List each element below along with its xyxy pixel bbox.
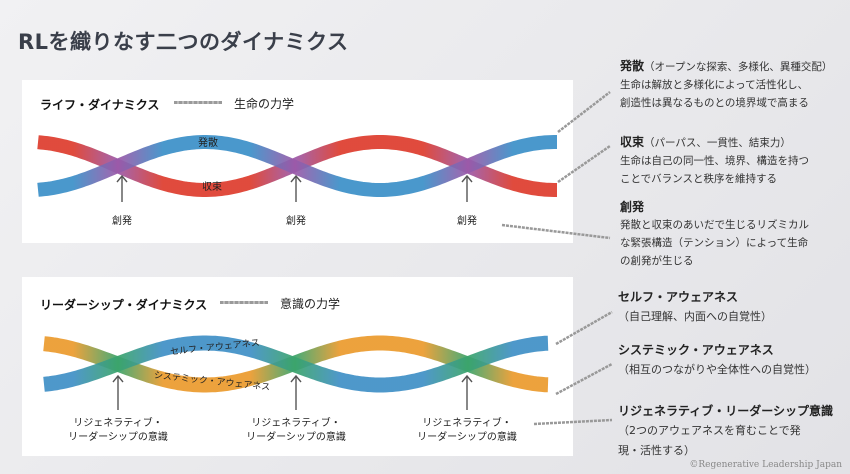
arrow-up-icon (290, 374, 302, 410)
leadership-dynamics-title: リーダーシップ・ダイナミクス (40, 298, 208, 312)
connector-dash (174, 101, 222, 104)
strand-self-awareness (43, 335, 549, 393)
emergence-label: 創発 (457, 216, 477, 227)
side-self-awareness: セルフ・アウェアネス （自己理解、内面への自覚性） (618, 290, 772, 323)
connector-line (533, 418, 613, 426)
arrow-up-icon (290, 174, 302, 202)
rl-consciousness-label: リジェネラティブ・リーダーシップの意識 (417, 418, 517, 443)
side-convergence: 収束（パーパス、一貫性、結束力） 生命は自己の同一性、境界、構造を持つことでバラ… (620, 135, 809, 185)
arrow-up-icon (461, 374, 473, 410)
arrow-up-icon (116, 174, 128, 202)
connector-line (557, 91, 611, 133)
life-dynamics-title: ライフ・ダイナミクス (40, 98, 160, 112)
emergence-label: 創発 (112, 216, 132, 227)
connector-line (555, 362, 613, 396)
strand-label-divergence: 発散 (198, 138, 218, 149)
arrow-up-icon (112, 374, 124, 410)
connector-line (557, 144, 611, 184)
side-rl-consciousness: リジェネラティブ・リーダーシップ意識 （2つのアウェアネスを育むことで発 現・活… (618, 404, 834, 457)
copyright: ©Regenerative Leadership Japan (689, 460, 842, 470)
side-emergence: 創発 発散と収束のあいだで生じるリズミカルな緊張構造（テンション）によって生命の… (620, 200, 809, 267)
arrow-up-icon (461, 174, 473, 202)
strand-label-convergence: 収束 (202, 182, 222, 193)
rl-consciousness-label: リジェネラティブ・リーダーシップの意識 (246, 418, 346, 443)
rl-consciousness-label: リジェネラティブ・リーダーシップの意識 (68, 418, 168, 443)
side-divergence: 発散（オープンな探索、多様化、異種交配） 生命は解放と多様化によって活性化し、創… (620, 59, 833, 109)
page-title: RLを織りなす二つのダイナミクス (18, 30, 349, 54)
emergence-label: 創発 (286, 216, 306, 227)
connector-line (501, 223, 611, 240)
life-dynamics-subtitle: 生命の力学 (234, 97, 295, 111)
leadership-dynamics-subtitle: 意識の力学 (280, 297, 341, 311)
strand-divergence (37, 135, 557, 197)
connector-dash (220, 301, 268, 304)
connector-line (555, 310, 613, 346)
side-systemic-awareness: システミック・アウェアネス （相互のつながりや全体性への自覚性） (618, 343, 816, 376)
